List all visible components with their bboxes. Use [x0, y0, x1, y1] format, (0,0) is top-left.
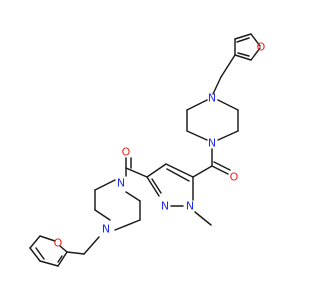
- bond: [211, 165, 229, 175]
- bond: [57, 255, 63, 263]
- piperazine-nitrogen-bottom-lower: N: [102, 223, 110, 236]
- bond: [234, 33, 252, 40]
- bond: [94, 209, 111, 221]
- piperazine-nitrogen-top-lower: N: [208, 137, 216, 150]
- bond: [212, 76, 222, 95]
- bond: [213, 161, 231, 171]
- bond: [192, 165, 213, 178]
- pyrazole-nitrogen-right: N: [186, 200, 194, 213]
- carbonyl-oxygen-left: O: [122, 146, 131, 159]
- bond: [237, 52, 250, 57]
- bond: [217, 99, 239, 111]
- bond: [217, 130, 239, 141]
- bond: [59, 245, 68, 253]
- carbonyl-oxygen-right: O: [230, 171, 239, 184]
- piperazine-nitrogen-bottom-upper: N: [117, 177, 125, 190]
- bond: [165, 163, 194, 178]
- bond: [234, 54, 252, 61]
- bond: [186, 99, 208, 111]
- bond: [29, 235, 41, 249]
- piperazine-nitrogen-top-upper: N: [208, 92, 216, 105]
- bond: [166, 168, 190, 182]
- bond: [151, 178, 162, 194]
- bonds: [29, 33, 261, 267]
- bond: [35, 247, 45, 260]
- bond: [125, 191, 141, 202]
- bond: [114, 219, 141, 231]
- bond: [83, 236, 100, 255]
- bond: [250, 47, 261, 61]
- bond: [39, 235, 56, 242]
- pyrazole-nitrogen-left: N: [161, 200, 169, 213]
- bond: [236, 37, 250, 43]
- bond: [250, 33, 261, 47]
- furan-oxygen-top: O: [257, 41, 266, 54]
- bond: [39, 260, 59, 267]
- bond: [66, 251, 85, 255]
- bond: [146, 176, 160, 197]
- bond: [94, 179, 116, 191]
- furan-oxygen-bottom: O: [54, 237, 63, 250]
- bond: [57, 251, 68, 267]
- atom-labels: O N N O O N N N N O: [54, 41, 266, 250]
- bond: [194, 211, 212, 226]
- bond: [125, 167, 148, 178]
- bond: [146, 163, 167, 178]
- molecule-structure: O N N O O N N N N O: [29, 33, 266, 267]
- bond: [29, 247, 41, 262]
- bond: [220, 54, 236, 78]
- bond: [186, 130, 208, 141]
